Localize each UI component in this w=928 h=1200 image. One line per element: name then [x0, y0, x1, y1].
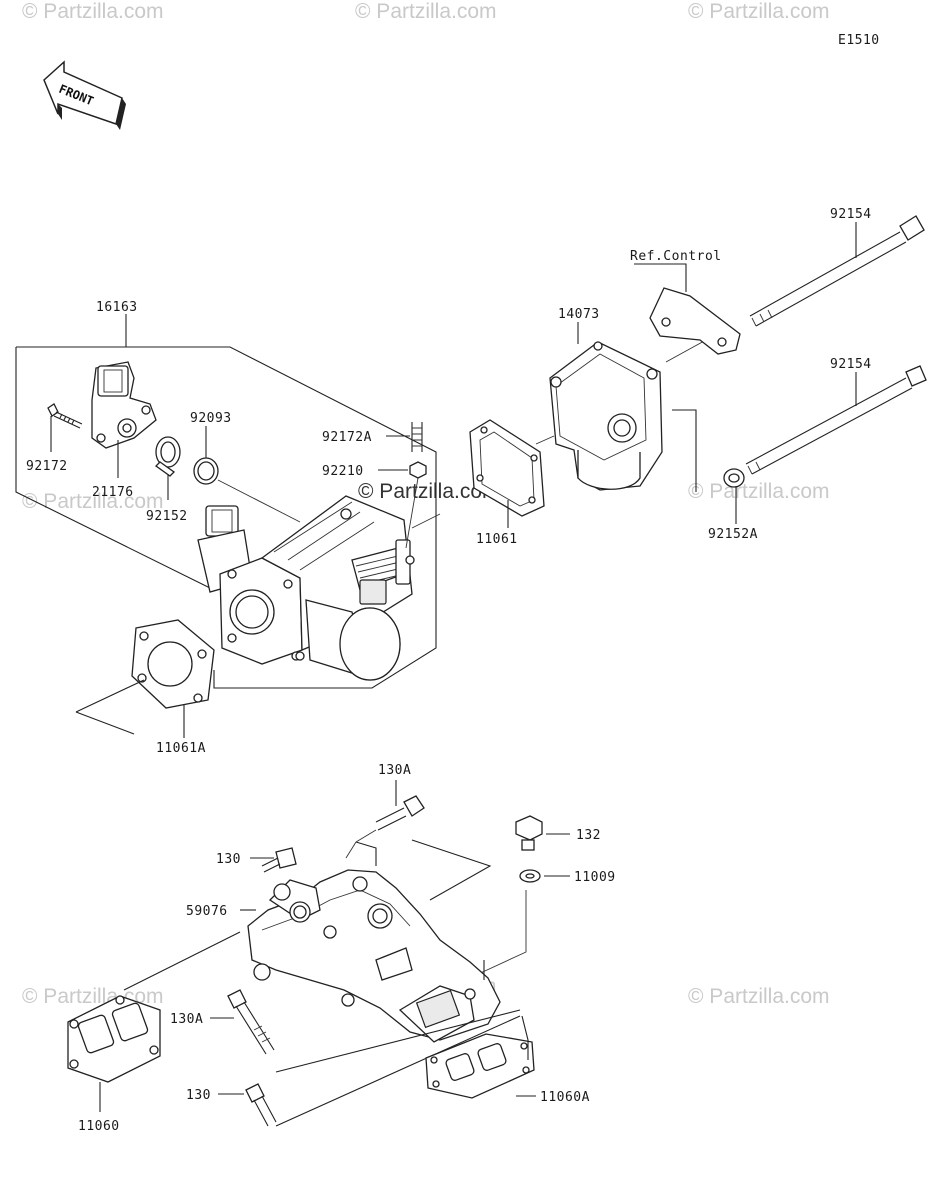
- label-130A-top: 130A: [378, 763, 411, 778]
- ref-control-label: Ref.Control: [630, 249, 722, 264]
- watermark: © Partzilla.com: [688, 480, 830, 503]
- label-92172A: 92172A: [322, 430, 372, 445]
- label-16163: 16163: [96, 300, 138, 315]
- bolt-132: [515, 815, 570, 851]
- part-labels: 16163 92172 21176 92093 92152 92172A 922…: [26, 207, 872, 1134]
- watermark: © Partzilla.com: [688, 985, 830, 1008]
- label-92152: 92152: [146, 509, 188, 524]
- label-92210: 92210: [322, 464, 364, 479]
- watermark: © Partzilla.com: [22, 490, 164, 513]
- label-59076: 59076: [186, 904, 228, 919]
- washer-92152A: [723, 468, 745, 524]
- label-92152A: 92152A: [708, 527, 758, 542]
- watermark: © Partzilla.com: [22, 0, 164, 23]
- bolt-130A-top: [355, 780, 425, 843]
- throttle-sensor: [91, 361, 157, 449]
- watermark: © Partzilla.com: [688, 0, 830, 23]
- nut-92210: [378, 461, 427, 549]
- label-11061A: 11061A: [156, 741, 206, 756]
- throttle-body: [197, 495, 415, 681]
- watermarks: © Partzilla.com © Partzilla.com © Partzi…: [22, 0, 830, 1008]
- label-11061: 11061: [476, 532, 518, 547]
- bolt-130-bottom: [218, 1083, 277, 1127]
- bolt-92154-mid: [745, 365, 927, 475]
- label-130A-bottom: 130A: [170, 1012, 203, 1027]
- front-arrow-icon: FRONT: [43, 60, 126, 130]
- intake-elbow-14073: [549, 322, 707, 492]
- label-130-bottom: 130: [186, 1088, 211, 1103]
- gasket-11060: [67, 995, 161, 1112]
- label-11060A: 11060A: [540, 1090, 590, 1105]
- gasket-11061: [411, 419, 555, 529]
- washer-11009: [473, 869, 570, 977]
- screw-92172A: [386, 422, 423, 452]
- diagram-code: E1510: [838, 33, 880, 48]
- control-bracket: [634, 263, 741, 355]
- o-ring-92093: [193, 426, 301, 523]
- label-130-top: 130: [216, 852, 241, 867]
- gasket-11061A: [75, 619, 215, 738]
- intake-manifold-59076: [240, 841, 501, 1043]
- label-11009: 11009: [574, 870, 616, 885]
- label-21176: 21176: [92, 485, 134, 500]
- watermark-center: © Partzilla.com: [358, 480, 500, 503]
- bolt-130-top: [250, 847, 297, 873]
- label-14073: 14073: [558, 307, 600, 322]
- clip-92152: [154, 436, 181, 500]
- label-92172: 92172: [26, 459, 68, 474]
- connector-lines: [123, 839, 521, 1127]
- bolt-92154-top: [749, 215, 925, 327]
- screw-92172: [47, 403, 119, 478]
- watermark: © Partzilla.com: [355, 0, 497, 23]
- gasket-11060A: [425, 1015, 536, 1099]
- label-132: 132: [576, 828, 601, 843]
- label-92154-mid: 92154: [830, 357, 872, 372]
- throttle-body-assembly-box: [15, 314, 437, 689]
- bolt-130A-bottom: [210, 989, 275, 1055]
- label-92093: 92093: [190, 411, 232, 426]
- label-92154-top: 92154: [830, 207, 872, 222]
- label-11060: 11060: [78, 1119, 120, 1134]
